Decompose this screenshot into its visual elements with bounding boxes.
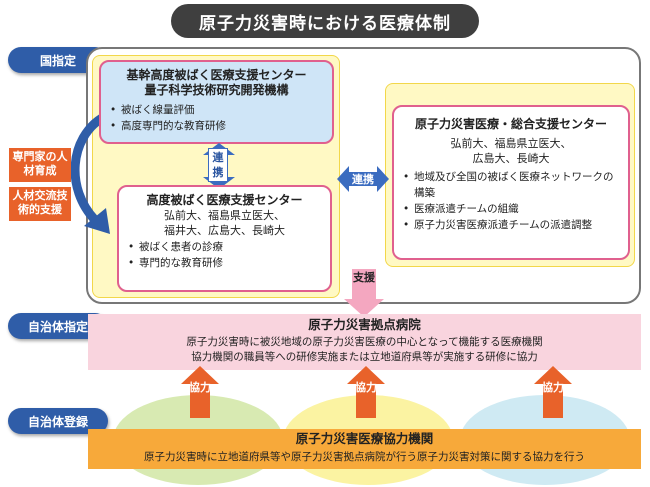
- comprehensive-title: 原子力災害医療・総合支援センター: [414, 117, 607, 131]
- comprehensive-bullet: 地域及び全国の被ばく医療ネットワークの構築: [402, 169, 620, 201]
- cooperate-arrow-icon: [534, 366, 572, 418]
- comprehensive-members-2: 広島大、長崎大: [472, 152, 550, 165]
- qst-subtitle: 量子科学技術研究開発機構: [144, 83, 289, 97]
- comprehensive-center-box: 原子力災害医療・総合支援センター 弘前大、福島県立医大、 広島大、長崎大 地域及…: [392, 105, 630, 260]
- advanced-members-2: 福井大、広島大、長崎大: [164, 224, 285, 237]
- advanced-bullet: 被ばく患者の診療: [127, 239, 322, 255]
- core-hospital-desc-2: 協力機関の職員等への研修実施または立地道府県等が実施する研修に協力: [191, 351, 538, 363]
- advanced-title: 高度被ばく医療支援センター: [146, 193, 303, 207]
- cooperate-label: 協力: [355, 381, 377, 394]
- qst-bullet: 被ばく線量評価: [109, 102, 324, 118]
- cooperate-arrow-icon: [347, 366, 385, 418]
- support-arrow-icon: [344, 269, 384, 317]
- horizontal-link-label: 連携: [352, 173, 374, 186]
- coop-institution-desc: 原子力災害時に立地道府県等や原子力災害拠点病院が行う原子力災害対策に関する協力を…: [144, 451, 585, 463]
- coop-institution-title: 原子力災害医療協力機関: [295, 431, 434, 446]
- comprehensive-bullet: 医療派遣チームの組織: [402, 201, 620, 217]
- support-label: 支援: [353, 271, 375, 284]
- tag-human-resource: 専門家の人材育成: [9, 148, 71, 182]
- qst-bullet: 高度専門的な教育研修: [109, 118, 324, 134]
- core-hospital-desc-1: 原子力災害時に被災地域の原子力災害医療の中心となって機能する医療機関: [186, 336, 543, 348]
- cooperate-arrow-icon: [181, 366, 219, 418]
- cooperate-label: 協力: [542, 381, 564, 394]
- label-municipality-registered: 自治体登録: [8, 408, 108, 434]
- tag-exchange-support: 人材交流技術的支援: [9, 187, 71, 221]
- advanced-members-1: 弘前大、福島県立医大、: [164, 209, 285, 222]
- cooperate-label: 協力: [189, 381, 211, 394]
- horizontal-link-arrow-icon: [337, 166, 389, 192]
- coop-institution-band: [88, 429, 641, 469]
- advanced-bullet: 専門的な教育研修: [127, 255, 322, 271]
- page-title: 原子力災害時における医療体制: [171, 4, 479, 38]
- qst-center-box: 基幹高度被ばく医療支援センター 量子科学技術研究開発機構 被ばく線量評価 高度専…: [99, 60, 334, 144]
- vertical-link-label: 連携: [208, 148, 228, 182]
- comprehensive-bullet: 原子力災害医療派遣チームの派遣調整: [402, 217, 620, 233]
- qst-title: 基幹高度被ばく医療支援センター: [126, 68, 307, 82]
- core-hospital-title: 原子力災害拠点病院: [308, 317, 421, 332]
- comprehensive-members-1: 弘前大、福島県立医大、: [450, 137, 572, 150]
- advanced-center-box: 高度被ばく医療支援センター 弘前大、福島県立医大、 福井大、広島大、長崎大 被ば…: [117, 185, 332, 292]
- core-hospital-band: [88, 314, 641, 370]
